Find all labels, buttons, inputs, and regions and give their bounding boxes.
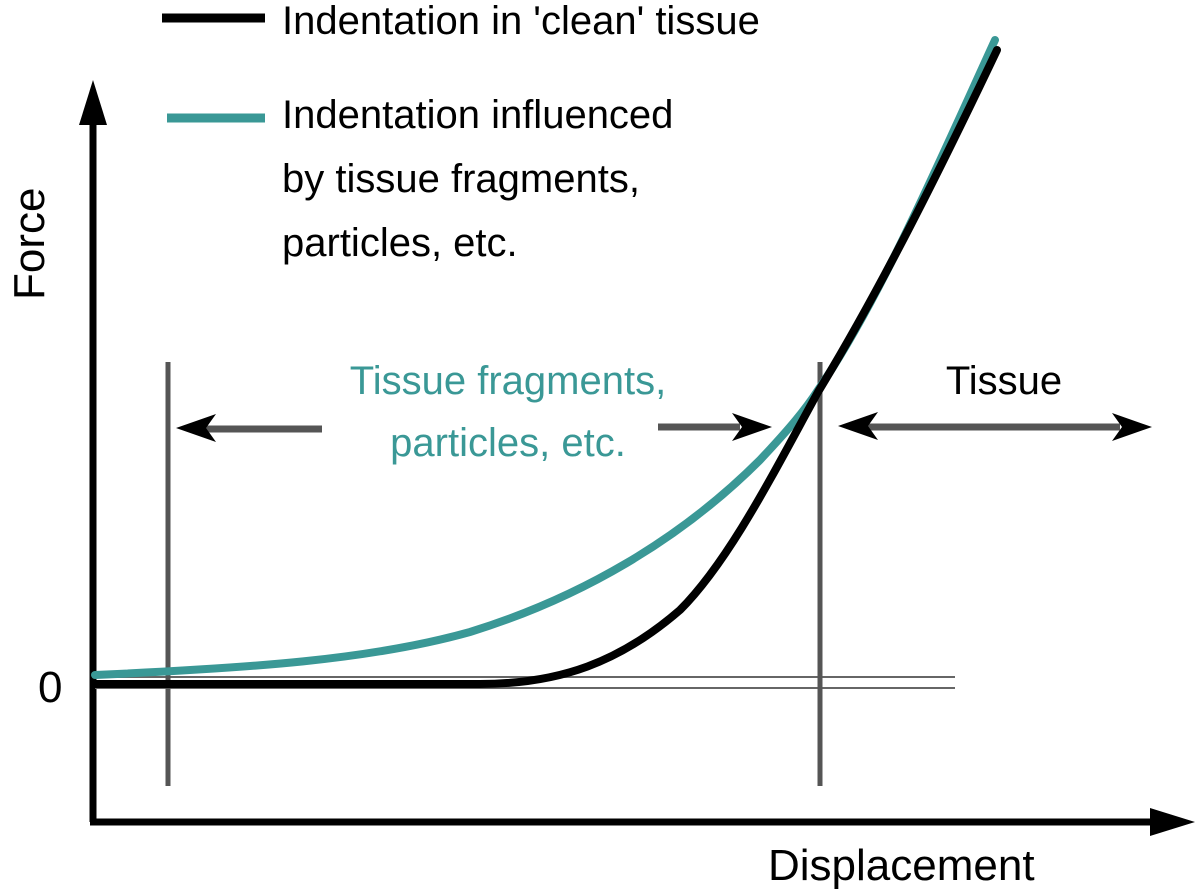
- fragments-label-line-2: particles, etc.: [390, 421, 626, 465]
- tissue-arrowhead-right: [1112, 413, 1152, 441]
- clean-curve: [91, 46, 1001, 688]
- y-axis-arrowhead: [79, 80, 107, 125]
- fragments-arrowhead-right: [732, 413, 772, 441]
- zero-tick-label: 0: [38, 663, 62, 712]
- tissue-label: Tissue: [946, 359, 1062, 403]
- y-axis-label: Force: [5, 188, 54, 300]
- legend-influenced-line-3: particles, etc.: [282, 221, 518, 265]
- tissue-arrowhead-left: [838, 412, 878, 440]
- x-axis-label: Displacement: [768, 841, 1035, 890]
- fragments-arrowhead-left: [176, 414, 216, 442]
- legend-influenced-line-1: Indentation influenced: [282, 93, 673, 137]
- legend-clean-label: Indentation in 'clean' tissue: [282, 0, 760, 43]
- x-axis-arrowhead: [1150, 808, 1195, 836]
- fragments-label-line-1: Tissue fragments,: [350, 359, 666, 403]
- legend-influenced-line-2: by tissue fragments,: [282, 157, 640, 201]
